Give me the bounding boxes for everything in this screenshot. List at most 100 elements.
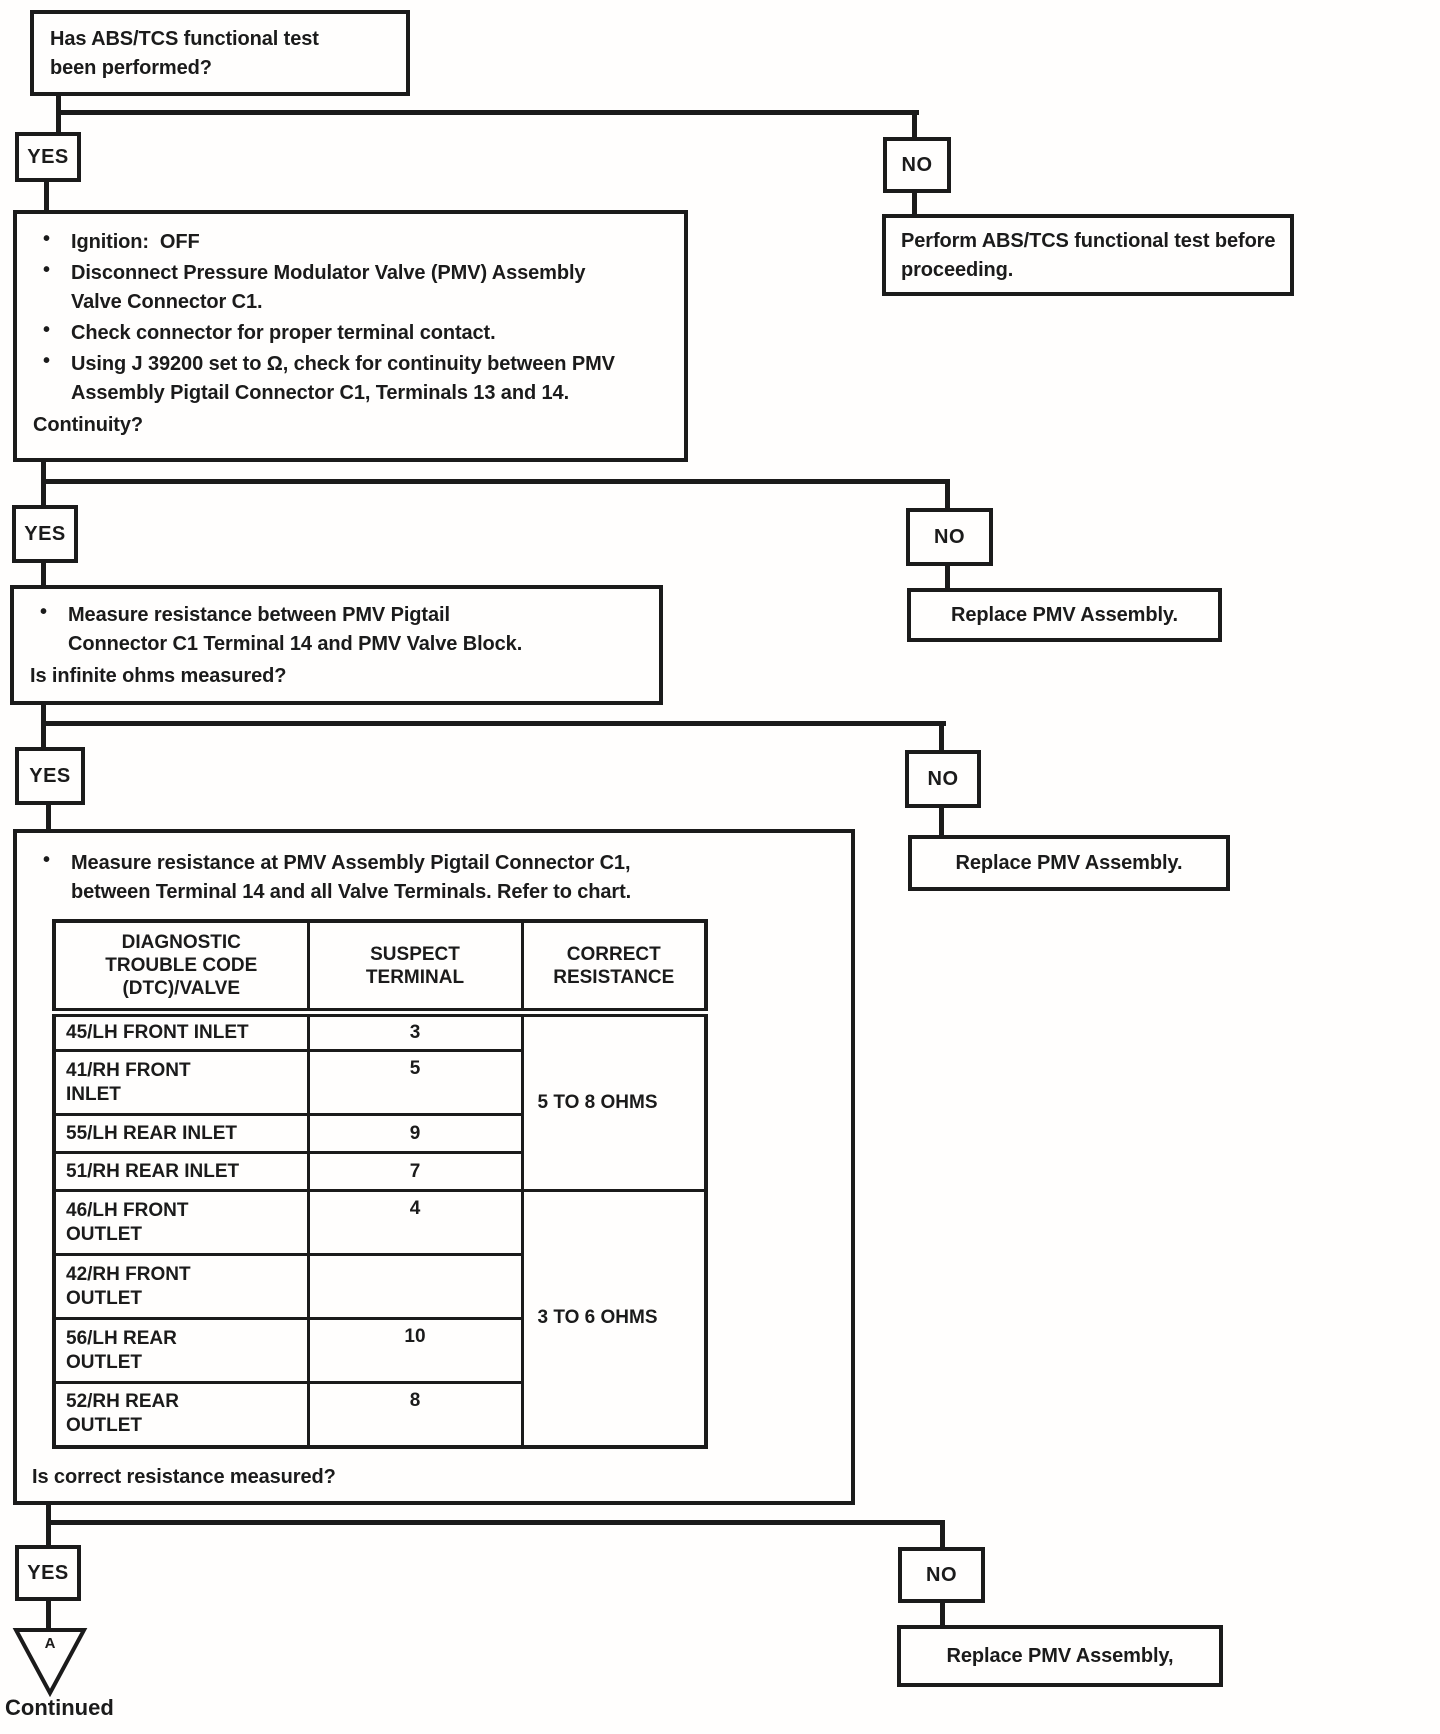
table-row: 55/LH REAR INLET 9 bbox=[52, 1113, 706, 1154]
action-box-replace-2: Replace PMV Assembly. bbox=[908, 835, 1230, 891]
connector-line bbox=[912, 110, 917, 139]
off-page-connector-a: A bbox=[12, 1627, 88, 1698]
no-label: NO bbox=[901, 153, 933, 176]
connector-line bbox=[940, 1520, 945, 1549]
table-header-dtc: DIAGNOSTIC TROUBLE CODE (DTC)/VALVE bbox=[52, 919, 310, 1017]
action-box-replace-1: Replace PMV Assembly. bbox=[907, 588, 1222, 642]
connector-line bbox=[46, 1520, 945, 1525]
yes-label: YES bbox=[27, 1561, 69, 1584]
connector-line bbox=[46, 803, 51, 831]
cell-resistance-group-1: 5 TO 8 OHMS bbox=[520, 1011, 708, 1192]
bullet-icon: • bbox=[43, 849, 51, 871]
bullet-icon: • bbox=[43, 350, 51, 372]
yes-label: YES bbox=[27, 145, 69, 168]
cell-terminal bbox=[306, 1253, 524, 1320]
no-box-1: NO bbox=[883, 137, 951, 193]
connector-line bbox=[940, 1601, 945, 1627]
bullet-item: • Measure resistance between PMV Pigtail… bbox=[28, 601, 645, 659]
bullet-item: • Measure resistance at PMV Assembly Pig… bbox=[31, 849, 631, 907]
yes-label: YES bbox=[29, 764, 71, 787]
connector-a-label: A bbox=[44, 1635, 56, 1652]
yes-box-3: YES bbox=[15, 747, 85, 805]
continued-label: Continued bbox=[5, 1695, 114, 1720]
table-header-row: DIAGNOSTIC TROUBLE CODE (DTC)/VALVE SUSP… bbox=[52, 919, 708, 1017]
bullet-item: • Check connector for proper terminal co… bbox=[31, 319, 670, 348]
cell-dtc: 41/RH FRONT INLET bbox=[52, 1049, 310, 1116]
yes-box-4: YES bbox=[15, 1545, 81, 1601]
yes-box-2: YES bbox=[12, 505, 78, 563]
action-box-step2: • Measure resistance between PMV Pigtail… bbox=[10, 585, 663, 705]
bullet-item: • Using J 39200 set to Ω, check for cont… bbox=[31, 350, 670, 408]
cell-dtc: 52/RH REAR OUTLET bbox=[52, 1381, 310, 1448]
connector-line bbox=[41, 721, 946, 726]
yes-box-1: YES bbox=[15, 132, 81, 182]
action-box-perform-test: Perform ABS/TCS functional test before p… bbox=[882, 214, 1294, 296]
no-label: NO bbox=[934, 525, 965, 548]
cell-terminal: 8 bbox=[306, 1381, 524, 1448]
cell-terminal: 4 bbox=[306, 1189, 524, 1256]
connector-line bbox=[945, 479, 950, 510]
cell-terminal: 9 bbox=[306, 1113, 524, 1154]
bullet-text: Measure resistance between PMV Pigtail C… bbox=[68, 604, 523, 655]
no-box-2: NO bbox=[906, 508, 993, 566]
action-box-step1: • Ignition: OFF • Disconnect Pressure Mo… bbox=[13, 210, 688, 462]
table-header-terminal: SUSPECT TERMINAL bbox=[306, 919, 524, 1017]
connector-line bbox=[912, 191, 917, 216]
bullet-text: Ignition: OFF bbox=[71, 231, 200, 253]
action-box-replace-3: Replace PMV Assembly, bbox=[897, 1625, 1223, 1687]
cell-resistance-group-2: 3 TO 6 OHMS bbox=[520, 1189, 708, 1448]
no-box-3: NO bbox=[905, 750, 981, 808]
bullet-text: Measure resistance at PMV Assembly Pigta… bbox=[71, 852, 632, 903]
connector-line bbox=[41, 479, 950, 484]
decision-box-functional-test: Has ABS/TCS functional test been perform… bbox=[30, 10, 410, 96]
cell-terminal: 3 bbox=[306, 1011, 524, 1052]
table-row: 45/LH FRONT INLET 3 5 TO 8 OHMS bbox=[52, 1011, 708, 1192]
connector-line bbox=[41, 561, 46, 587]
question-text: Is correct resistance measured? bbox=[32, 1466, 336, 1488]
cell-dtc: 45/LH FRONT INLET bbox=[52, 1011, 310, 1052]
table-row: 56/LH REAR OUTLET 10 bbox=[52, 1317, 706, 1384]
action-text: Perform ABS/TCS functional test before p… bbox=[901, 230, 1276, 281]
action-box-step3: • Measure resistance at PMV Assembly Pig… bbox=[13, 829, 855, 1505]
bullet-text: Using J 39200 set to Ω, check for contin… bbox=[71, 353, 615, 404]
table-row: 51/RH REAR INLET 7 bbox=[52, 1151, 706, 1192]
bullet-item: • Ignition: OFF bbox=[31, 228, 670, 257]
cell-dtc: 56/LH REAR OUTLET bbox=[52, 1317, 310, 1384]
bullet-icon: • bbox=[43, 228, 51, 250]
connector-line bbox=[46, 1599, 51, 1633]
action-text: Replace PMV Assembly, bbox=[946, 1644, 1174, 1667]
yes-label: YES bbox=[24, 522, 66, 545]
question-text: Continuity? bbox=[33, 414, 143, 436]
cell-dtc: 51/RH REAR INLET bbox=[52, 1151, 310, 1192]
no-label: NO bbox=[926, 1563, 957, 1586]
dtc-table: DIAGNOSTIC TROUBLE CODE (DTC)/VALVE SUSP… bbox=[52, 919, 708, 1449]
action-text: Replace PMV Assembly. bbox=[951, 603, 1178, 626]
connector-line bbox=[44, 180, 49, 212]
cell-dtc: 55/LH REAR INLET bbox=[52, 1113, 310, 1154]
decision-text: Has ABS/TCS functional test been perform… bbox=[50, 28, 319, 79]
bullet-item: • Disconnect Pressure Modulator Valve (P… bbox=[31, 259, 670, 317]
cell-terminal: 5 bbox=[306, 1049, 524, 1116]
connector-line bbox=[56, 110, 919, 115]
no-box-4: NO bbox=[898, 1547, 985, 1603]
table-row: 46/LH FRONT OUTLET 4 3 TO 6 OHMS bbox=[52, 1189, 708, 1448]
cell-dtc: 42/RH FRONT OUTLET bbox=[52, 1253, 310, 1320]
connector-line bbox=[46, 1503, 51, 1547]
bullet-text: Check connector for proper terminal cont… bbox=[71, 322, 496, 344]
connector-line bbox=[939, 806, 944, 837]
connector-line bbox=[945, 564, 950, 590]
bullet-icon: • bbox=[43, 319, 51, 341]
triangle-down-icon bbox=[12, 1628, 88, 1698]
cell-terminal: 7 bbox=[306, 1151, 524, 1192]
action-text: Replace PMV Assembly. bbox=[955, 851, 1183, 874]
question-text: Is infinite ohms measured? bbox=[30, 665, 287, 687]
cell-dtc: 46/LH FRONT OUTLET bbox=[52, 1189, 310, 1256]
table-header-resistance: CORRECT RESISTANCE bbox=[520, 919, 708, 1017]
table-row: 42/RH FRONT OUTLET bbox=[52, 1253, 706, 1320]
table-row: 52/RH REAR OUTLET 8 bbox=[52, 1381, 706, 1448]
bullet-icon: • bbox=[40, 601, 48, 623]
no-label: NO bbox=[927, 767, 959, 790]
cell-terminal: 10 bbox=[306, 1317, 524, 1384]
bullet-text: Disconnect Pressure Modulator Valve (PMV… bbox=[71, 262, 586, 313]
